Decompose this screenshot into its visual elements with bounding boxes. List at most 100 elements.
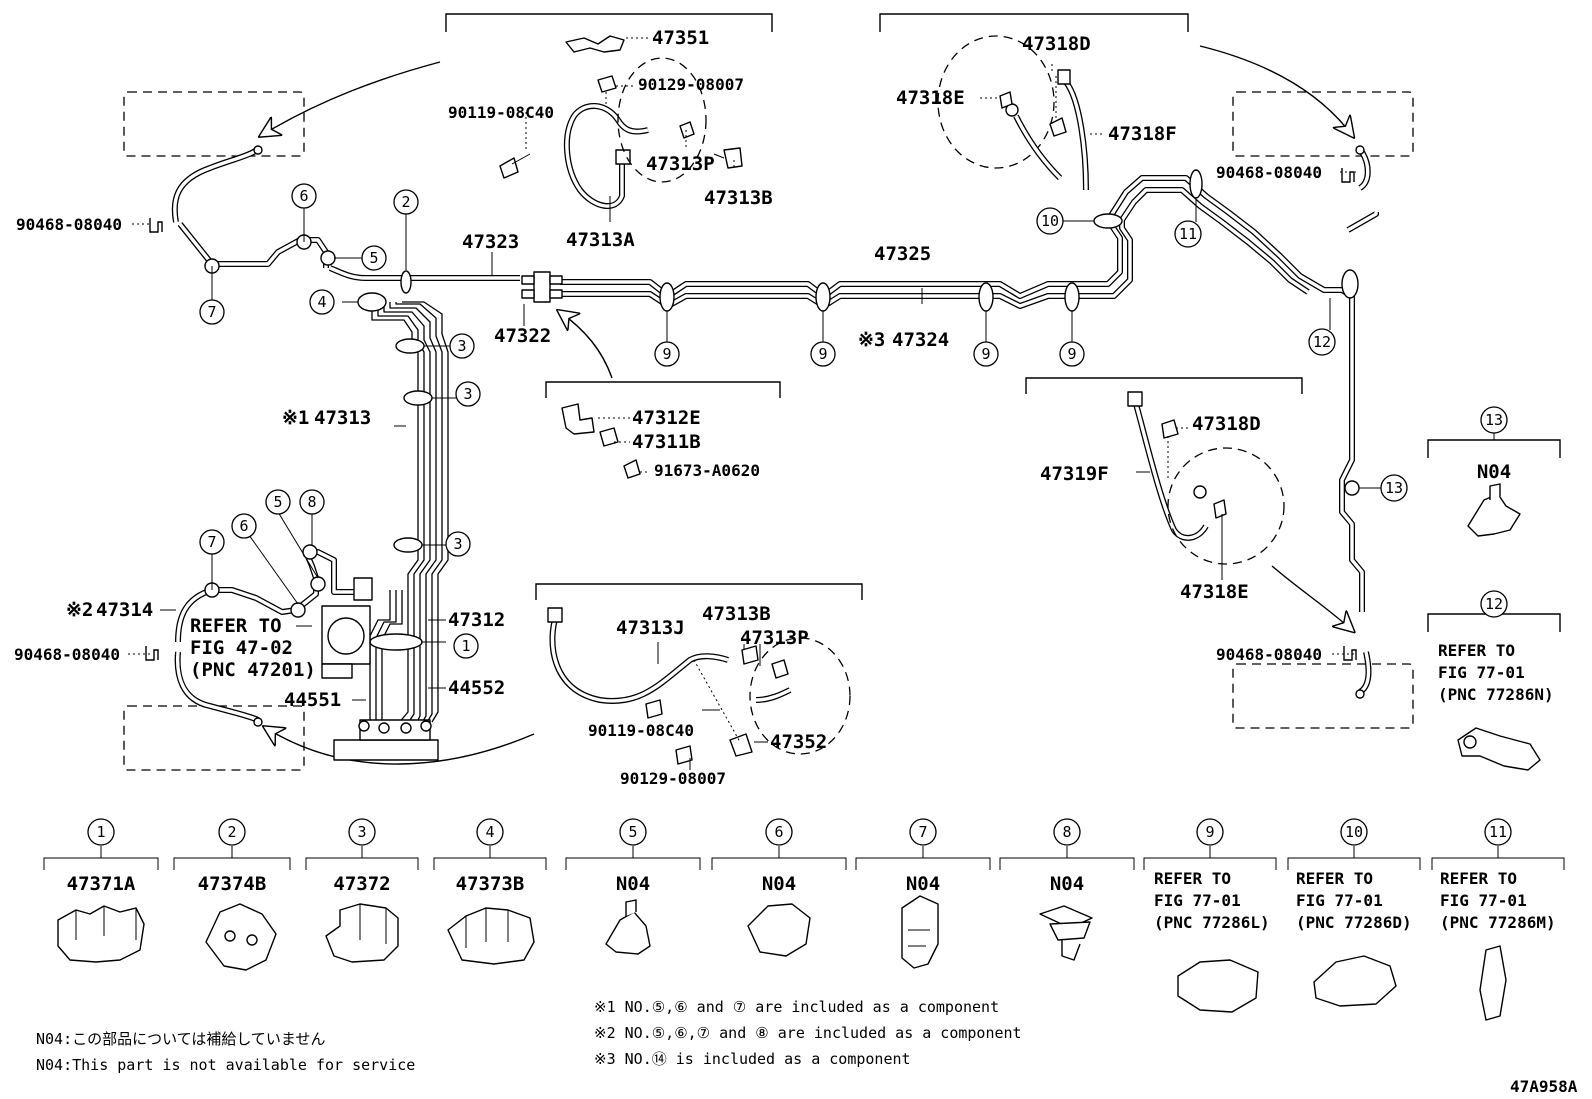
callout-10-a: 10 (1036, 207, 1064, 235)
master-cylinder-assembly (321, 577, 439, 761)
legend-item-8: 8 N04 (1039, 818, 1093, 961)
callout-1-a: 1 (453, 633, 479, 659)
label-90119-08c40-a: 90119-08C40 (448, 103, 554, 122)
callout-3-a: 3 (449, 333, 475, 359)
svg-text:11: 11 (1489, 823, 1507, 841)
svg-text:(PNC 77286N): (PNC 77286N) (1438, 685, 1554, 704)
callout-9-b: 9 (810, 341, 836, 367)
part-labels: 4 7 3 5 1 90129-08007 90119-08C40 47313P 473… (14, 27, 1322, 788)
svg-text:REFER TO: REFER TO (1440, 869, 1517, 888)
svg-text:(PNC 77286D): (PNC 77286D) (1296, 913, 1412, 932)
svg-text:FIG 77-01: FIG 77-01 (1296, 891, 1383, 910)
callout-8-a: 8 (299, 489, 325, 515)
svg-text:9: 9 (1067, 345, 1076, 363)
note-1: ※1 NO.⑤,⑥ and ⑦ are included as a compon… (594, 998, 999, 1016)
callout-6-b: 6 (231, 513, 257, 539)
label-90129-08007-a: 90129-08007 (638, 75, 744, 94)
svg-text:N04: N04 (762, 873, 796, 895)
ref-mark-1: ※1 (282, 407, 309, 429)
legend-item-5: 5 N04 (605, 818, 651, 955)
callout-7-a: 7 (199, 299, 225, 325)
hose-group-47319F (1127, 391, 1285, 565)
hose-group-47318F (937, 35, 1089, 191)
svg-text:4: 4 (485, 823, 494, 841)
svg-text:FIG 77-01: FIG 77-01 (1154, 891, 1241, 910)
label-47313b-a: 47313B (704, 187, 773, 209)
refer-fig-47-02-line2: FIG 47-02 (190, 637, 293, 659)
legend-12: 12 REFER TO FIG 77-01 (PNC 77286N) (1438, 590, 1554, 771)
footnotes: ※1 NO.⑤,⑥ and ⑦ are included as a compon… (36, 998, 1578, 1096)
svg-text:47371A: 47371A (67, 873, 136, 895)
svg-text:REFER TO: REFER TO (1154, 869, 1231, 888)
svg-text:7: 7 (918, 823, 927, 841)
label-47318f: 47318F (1108, 123, 1177, 145)
note-2: ※2 NO.⑤,⑥,⑦ and ⑧ are included as a comp… (594, 1024, 1022, 1042)
svg-text:9: 9 (818, 345, 827, 363)
svg-text:6: 6 (239, 517, 248, 535)
svg-text:11: 11 (1179, 225, 1197, 243)
callout-4-a: 4 (309, 289, 335, 315)
label-47313p-b: 47313P (740, 627, 809, 649)
label-91673-a0620: 91673-A0620 (654, 461, 760, 480)
callout-5-b: 5 (265, 489, 291, 515)
svg-text:47372: 47372 (333, 873, 390, 895)
svg-text:12: 12 (1485, 595, 1503, 613)
label-47322: 47322 (494, 325, 551, 347)
svg-text:N04: N04 (906, 873, 940, 895)
callout-9-a: 9 (654, 341, 680, 367)
svg-text:1: 1 (461, 637, 470, 655)
ref-mark-3: ※3 (858, 329, 885, 351)
label-47311b: 47311B (632, 431, 701, 453)
callout-5-a: 5 (361, 245, 387, 271)
svg-text:6: 6 (299, 187, 308, 205)
svg-text:10: 10 (1345, 823, 1363, 841)
legend-item-10: 10 REFER TO FIG 77-01 (PNC 77286D) (1296, 818, 1412, 1007)
svg-text:4: 4 (317, 293, 326, 311)
label-47313: 47313 (314, 407, 371, 429)
n04-note-en: N04:This part is not available for servi… (36, 1056, 415, 1074)
label-90129-08007-b: 90129-08007 (620, 769, 726, 788)
svg-text:6: 6 (774, 823, 783, 841)
callout-6-a: 6 (291, 183, 317, 209)
svg-text:10: 10 (1041, 212, 1059, 230)
svg-text:N04: N04 (616, 873, 650, 895)
svg-text:9: 9 (1205, 823, 1214, 841)
label-44552: 44552 (448, 677, 505, 699)
label-47318e-b: 47318E (1180, 581, 1249, 603)
label-47318e-a: 47318E (896, 87, 965, 109)
callout-circles: 7 6 5 4 2 3 3 3 1 9 9 9 9 10 11 12 13 7 … (199, 183, 1408, 659)
legend-item-11: 11 REFER TO FIG 77-01 (PNC 77286M) (1440, 818, 1556, 1021)
svg-text:7: 7 (207, 533, 216, 551)
label-90468-08040-ml: 90468-08040 (14, 645, 120, 664)
svg-text:3: 3 (463, 385, 472, 403)
ref-mark-2: ※2 (66, 599, 93, 621)
legend-item-9: 9 REFER TO FIG 77-01 (PNC 77286L) (1154, 818, 1270, 1013)
label-47313p-a: 47313P (646, 153, 715, 175)
leader-lines (128, 37, 1382, 770)
label-90468-08040-tl: 90468-08040 (16, 215, 122, 234)
label-90468-08040-tr: 90468-08040 (1216, 163, 1322, 182)
label-44551: 44551 (284, 689, 341, 711)
svg-text:12: 12 (1313, 333, 1331, 351)
svg-text:9: 9 (981, 345, 990, 363)
label-47312: 47312 (448, 609, 505, 631)
svg-text:3: 3 (357, 823, 366, 841)
callout-9-d: 9 (1059, 341, 1085, 367)
svg-text:9: 9 (662, 345, 671, 363)
hardware-group-47312E (561, 403, 641, 479)
svg-text:13: 13 (1485, 411, 1503, 429)
svg-text:REFER TO: REFER TO (1296, 869, 1373, 888)
svg-text:47374B: 47374B (198, 873, 267, 895)
svg-text:3: 3 (453, 535, 462, 553)
label-47314: 47314 (96, 599, 153, 621)
refer-fig-47-02-line1: REFER TO (190, 615, 282, 637)
label-47323: 47323 (462, 231, 519, 253)
joint-47322 (521, 271, 563, 303)
svg-text:2: 2 (227, 823, 236, 841)
refer-fig-47-02-line3: (PNC 47201) (190, 659, 316, 681)
svg-text:1: 1 (96, 823, 105, 841)
clip-glyphs (145, 168, 1357, 661)
label-47312e: 47312E (632, 407, 701, 429)
label-47313b-b: 47313B (702, 603, 771, 625)
label-47319f: 47319F (1040, 463, 1109, 485)
